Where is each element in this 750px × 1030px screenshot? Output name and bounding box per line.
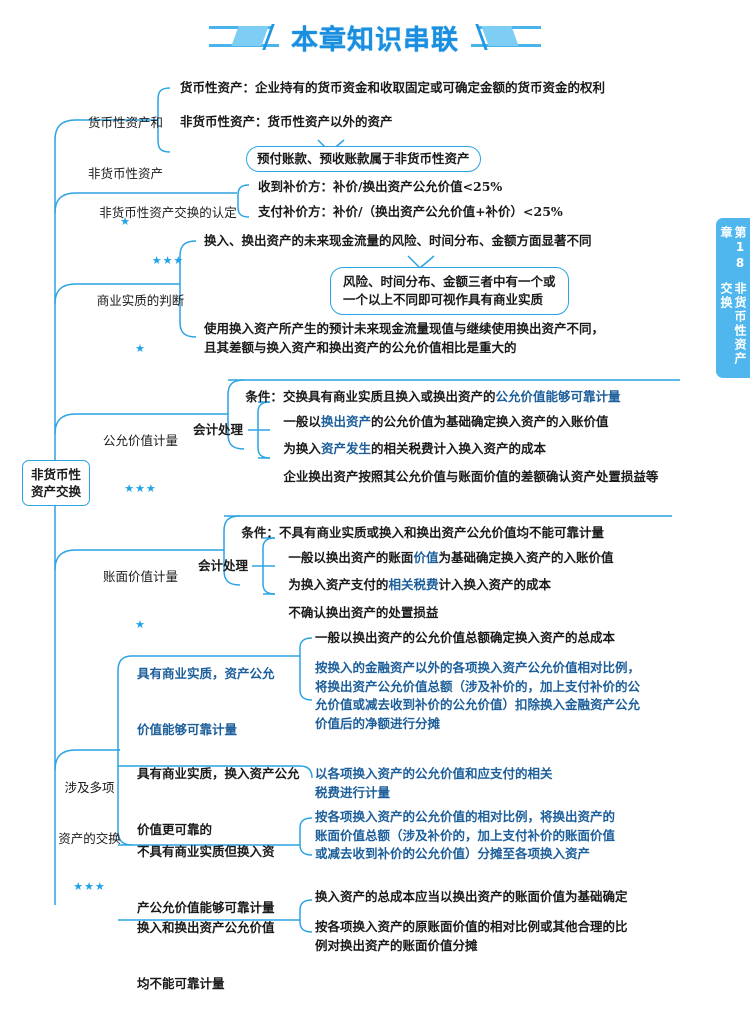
branch-stars: ★★★ bbox=[124, 482, 157, 495]
case-2-detail-1: 以各项换入资产的公允价值和应支付的相关 税费进行计量 bbox=[315, 766, 553, 800]
mindmap-canvas: 本章知识串联 第18章 非货币性资产交换 bbox=[0, 12, 750, 991]
case-title-line1: 不具有商业实质但换入资 bbox=[137, 844, 275, 859]
branch-title-line1: 货币性资产和 bbox=[87, 115, 163, 130]
case-4-title: 换入和换出资产公允价值 均不能可靠计量 bbox=[137, 882, 275, 1030]
detail-monetary-asset-definition: 货币性资产：企业持有的货币资金和收取固定或可确定金额的货币资金的权利 bbox=[180, 80, 606, 95]
branch-title-monetary-vs-nonmonetary: 货币性资产和 非货币性资产 ★ bbox=[78, 80, 173, 262]
branch-title-line2: 资产的交换 bbox=[58, 831, 121, 846]
fair-value-item-1: 一般以换出资产的公允价值为基础确定换入资产的入账价值 bbox=[266, 394, 608, 450]
root-node: 非货币性 资产交换 bbox=[22, 460, 90, 506]
branch-stars: ★★★ bbox=[151, 254, 185, 267]
root-label-line2: 资产交换 bbox=[30, 484, 81, 499]
detail-pay-boot-party: 支付补价方：补价/（换出资产公允价值+补价）<25% bbox=[258, 204, 563, 219]
branch-title-book-value-measurement: 账面价值计量 ★ bbox=[78, 534, 203, 665]
condition-accent: 公允价值能够可靠计量 bbox=[495, 388, 621, 404]
page-title: 本章知识串联 bbox=[291, 24, 459, 56]
fair-value-item-3: 企业换出资产按照其公允价值与账面价值的差额确认资产处置损益等 bbox=[266, 449, 658, 505]
root-label-line1: 非货币性 bbox=[30, 467, 81, 482]
case-2-title: 具有商业实质，换入资产公允 价值更可靠的 bbox=[137, 728, 300, 876]
detail-pv-difference: 使用换入资产所产生的预计未来现金流量现值与继续使用换出资产不同， 且其差额与换入… bbox=[204, 321, 605, 355]
book-value-item-2: 为换入资产支付的相关税费计入换入资产的成本 bbox=[271, 557, 551, 613]
header-ribbon-left-icon bbox=[209, 24, 287, 50]
book-value-item-3: 不确认换出资产的处置损益 bbox=[271, 585, 438, 641]
case-4-detail-2: 按各项换入资产的原账面价值的相对比例或其他合理的比 例对换出资产的账面价值分摊 bbox=[315, 919, 628, 953]
fair-value-condition: 条件：交换具有商业实质且换入或换出资产的公允价值能够可靠计量 bbox=[228, 369, 620, 425]
branch-title-line2: 非货币性资产 bbox=[87, 166, 163, 181]
detail-cashflow-difference: 换入、换出资产的未来现金流量的风险、时间分布、金额方面显著不同 bbox=[204, 233, 592, 248]
detail-receive-boot-party: 收到补价方：补价/换出资产公允价值<25% bbox=[258, 179, 503, 194]
case-1-detail-1: 一般以换出资产的公允价值总额确定换入资产的总成本 bbox=[315, 630, 616, 645]
item-text-accent: 资产发生 bbox=[320, 440, 371, 456]
case-1-detail-2: 按换入的金融资产以外的各项换入资产公允价值相对比例， 将换出资产公允价值总额（涉… bbox=[315, 660, 641, 731]
book-value-condition: 条件：不具有商业实质或换入和换出资产公允价值均不能可靠计量 bbox=[224, 505, 604, 561]
item-text-b: 的公允价值为基础确定换入资产的入账价值 bbox=[370, 413, 609, 429]
callout-prepaid-accounts: 预付账款、预收账款属于非货币性资产 bbox=[246, 146, 481, 172]
item-text-a: 一般以 bbox=[283, 413, 321, 429]
branch-title-line1: 非货币性资产交换的认定 bbox=[99, 205, 237, 220]
book-value-accounting-label: 会计处理 bbox=[198, 558, 249, 573]
fair-value-item-2: 为换入资产发生的相关税费计入换入资产的成本 bbox=[266, 421, 546, 477]
branch-stars: ★ bbox=[135, 342, 146, 355]
case-1-title: 具有商业实质，资产公允 价值能够可靠计量 bbox=[137, 628, 275, 776]
item-text-a: 为换入 bbox=[283, 440, 321, 456]
condition-label: 条件： bbox=[245, 388, 283, 404]
case-title-line2: 均不能可靠计量 bbox=[137, 975, 225, 991]
case-title-line1: 具有商业实质，换入资产公允 bbox=[137, 766, 300, 781]
chapter-tab-number: 第18章 bbox=[719, 226, 747, 272]
case-title-line1: 具有商业实质，资产公允 bbox=[137, 666, 275, 681]
item-text-a: 不确认换出资产的处置损益 bbox=[288, 604, 439, 620]
case-title-line2: 价值更可靠的 bbox=[137, 821, 213, 837]
item-text-a: 企业换出资产按照其公允价值与账面价值的差额确认资产处置损益等 bbox=[283, 468, 659, 484]
branch-title-multiple-assets-exchange: 涉及多项 资产的交换 ★★★ bbox=[42, 745, 137, 927]
chapter-tab: 第18章 非货币性资产交换 bbox=[716, 218, 750, 378]
case-4-detail-1: 换入资产的总成本应当以换出资产的账面价值为基础确定 bbox=[315, 889, 628, 904]
item-text-accent: 价值 bbox=[413, 549, 439, 565]
condition-text: 交换具有商业实质且换入或换出资产的 bbox=[282, 388, 496, 404]
case-title-line1: 换入和换出资产公允价值 bbox=[137, 920, 275, 935]
book-value-item-1: 一般以换出资产的账面价值为基础确定换入资产的入账价值 bbox=[271, 530, 613, 586]
branch-stars: ★ bbox=[135, 618, 146, 631]
chapter-tab-name: 非货币性资产交换 bbox=[719, 281, 747, 366]
item-text-accent: 换出资产 bbox=[320, 413, 371, 429]
item-text-a: 为换入资产支付的 bbox=[288, 576, 389, 592]
case-3-title: 不具有商业实质但换入资 产公允价值能够可靠计量 bbox=[137, 806, 275, 954]
case-title-line2: 产公允价值能够可靠计量 bbox=[137, 899, 275, 915]
item-text-b: 为基础确定换入资产的入账价值 bbox=[438, 549, 614, 565]
branch-title-recognition: 非货币性资产交换的认定 ★★★ bbox=[78, 170, 258, 301]
detail-nonmonetary-asset-definition: 非货币性资产：货币性资产以外的资产 bbox=[180, 114, 393, 129]
page-header: 本章知识串联 bbox=[0, 12, 750, 62]
branch-title-line1: 账面价值计量 bbox=[102, 569, 178, 584]
branch-title-line1: 涉及多项 bbox=[64, 780, 115, 795]
item-text-b: 的相关税费计入换入资产的成本 bbox=[370, 440, 546, 456]
branch-title-commercial-substance: 商业实质的判断 ★ bbox=[78, 258, 203, 389]
fair-value-accounting-label: 会计处理 bbox=[193, 422, 244, 437]
callout-commercial-substance-criteria: 风险、时间分布、金额三者中有一个或 一个以上不同即可视作具有商业实质 bbox=[330, 267, 569, 315]
branch-title-line1: 商业实质的判断 bbox=[96, 293, 185, 308]
case-3-detail-1: 按各项换入资产的公允价值的相对比例，将换出资产的 账面价值总额（涉及补价的，加上… bbox=[315, 809, 616, 861]
branch-title-line1: 公允价值计量 bbox=[102, 433, 178, 448]
header-ribbon-right-icon bbox=[463, 24, 541, 50]
branch-title-fair-value-measurement: 公允价值计量 ★★★ bbox=[78, 398, 203, 529]
case-title-line2: 价值能够可靠计量 bbox=[137, 721, 238, 737]
condition-label: 条件： bbox=[241, 524, 279, 540]
branch-stars: ★★★ bbox=[73, 880, 106, 893]
item-text-a: 一般以换出资产的账面 bbox=[288, 549, 414, 565]
item-text-accent: 相关税费 bbox=[388, 576, 439, 592]
item-text-b: 计入换入资产的成本 bbox=[438, 576, 551, 592]
branch-stars: ★ bbox=[120, 215, 131, 228]
condition-text: 不具有商业实质或换入和换出资产公允价值均不能可靠计量 bbox=[278, 524, 604, 540]
